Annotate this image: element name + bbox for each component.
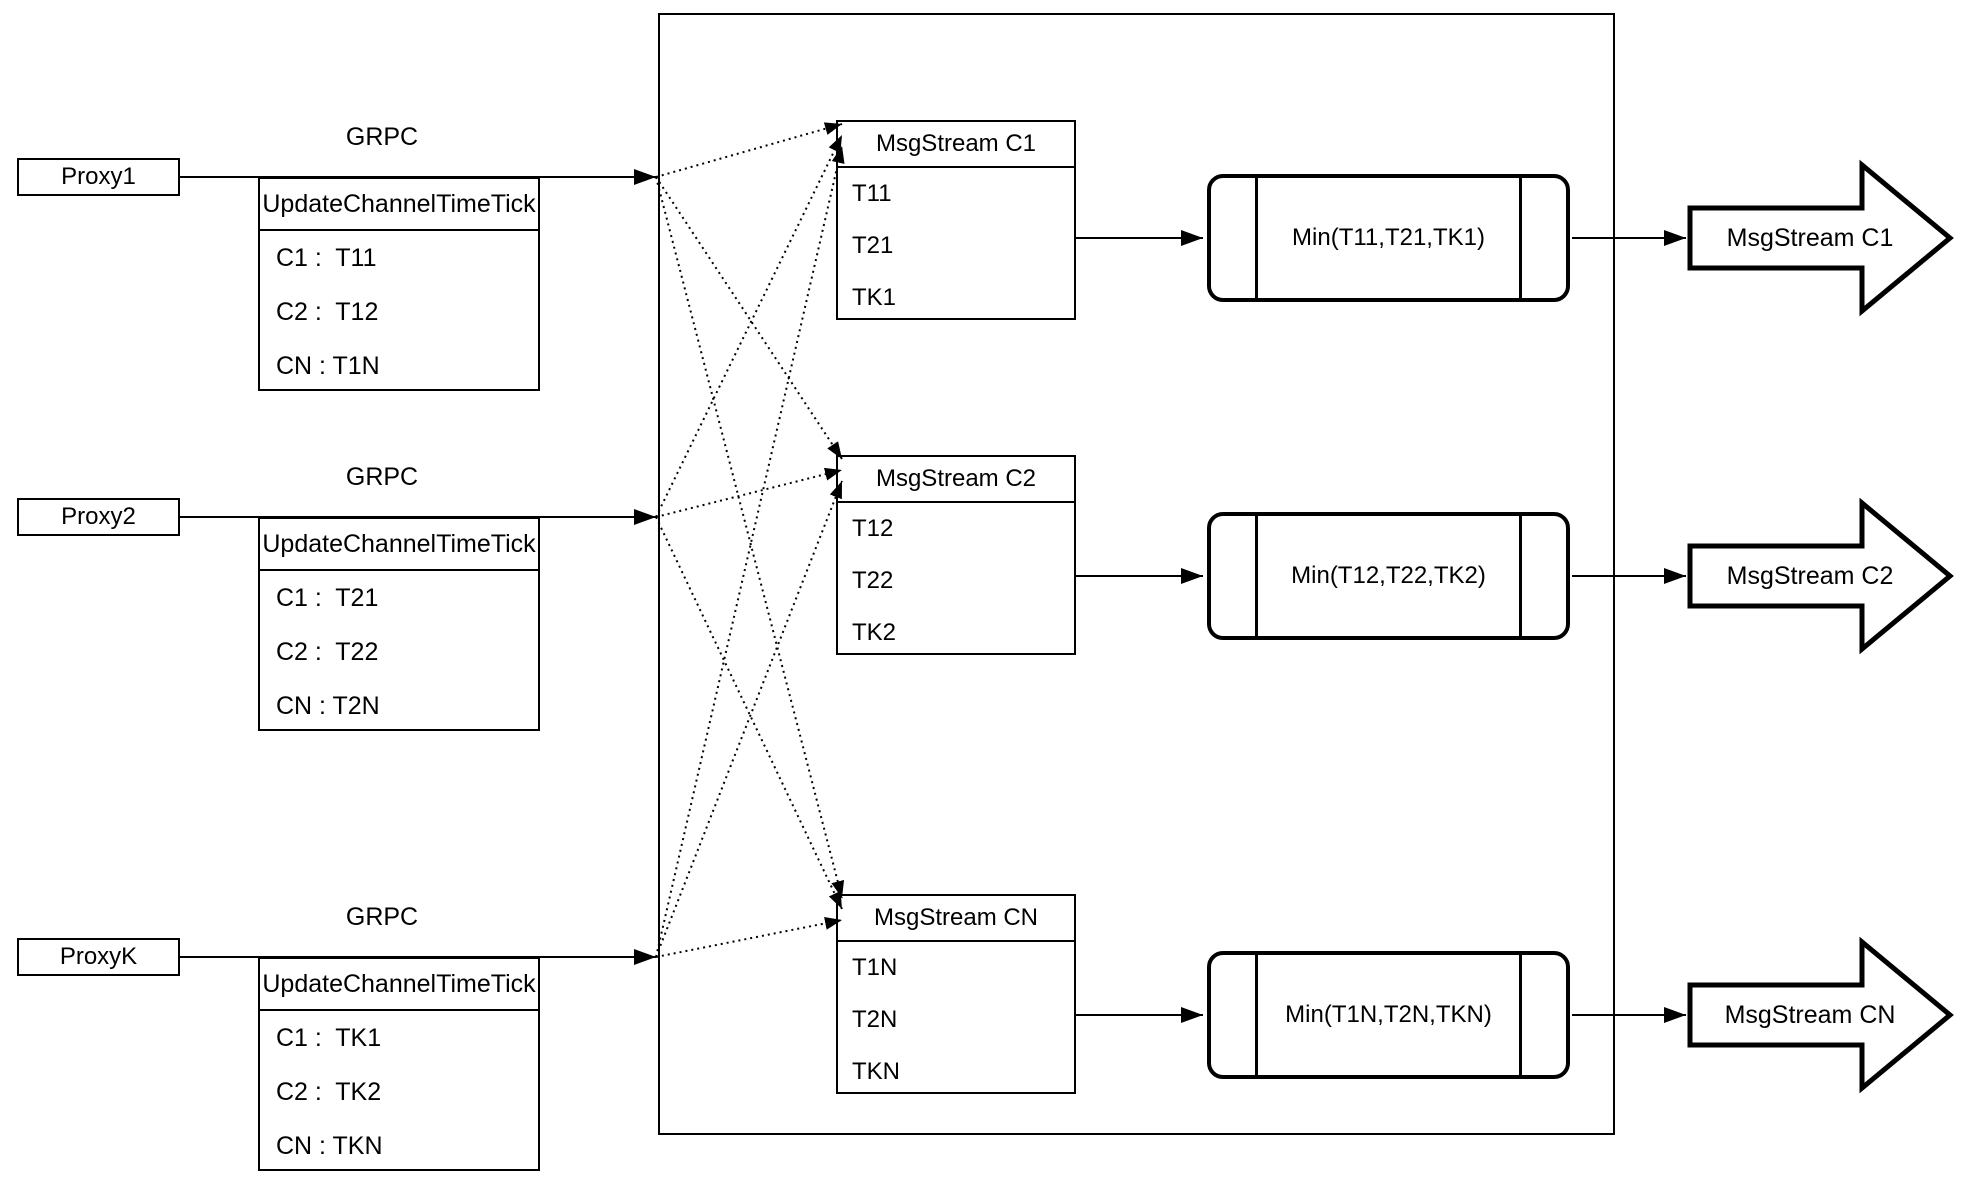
update-channel-timetick-table: UpdateChannelTimeTick C1 : T21 C2 : T22 …	[258, 517, 540, 731]
table-row: T11	[852, 180, 892, 207]
table-row: C1 : T11	[276, 243, 377, 272]
table-row: T1N	[852, 954, 898, 981]
output-arrow-label: MsgStream CN	[1724, 1000, 1896, 1029]
table-header: UpdateChannelTimeTick	[260, 179, 538, 231]
min-process-box: Min(T1N,T2N,TKN)	[1207, 951, 1570, 1079]
min-box-bar	[1255, 955, 1258, 1075]
update-channel-timetick-table: UpdateChannelTimeTick C1 : TK1 C2 : TK2 …	[258, 957, 540, 1171]
min-process-box: Min(T12,T22,TK2)	[1207, 512, 1570, 640]
table-header: MsgStream C1	[838, 122, 1074, 168]
table-row: T2N	[852, 1006, 898, 1033]
min-box-bar	[1255, 516, 1258, 636]
table-row: TK1	[852, 284, 897, 311]
table-row: CN : TKN	[276, 1131, 383, 1160]
table-row: CN : T2N	[276, 691, 380, 720]
table-header: UpdateChannelTimeTick	[260, 519, 538, 571]
msgstream-table: MsgStream CN T1N T2N TKN	[836, 894, 1076, 1094]
output-arrow-label: MsgStream C2	[1726, 561, 1894, 590]
min-box-bar	[1255, 178, 1258, 298]
min-process-box: Min(T11,T21,TK1)	[1207, 174, 1570, 302]
min-box-bar	[1519, 955, 1522, 1075]
table-header: MsgStream C2	[838, 457, 1074, 503]
msgstream-table: MsgStream C1 T11 T21 TK1	[836, 120, 1076, 320]
output-arrow-label: MsgStream C1	[1726, 223, 1894, 252]
table-row: C1 : TK1	[276, 1023, 382, 1052]
table-row: C2 : TK2	[276, 1077, 382, 1106]
table-row: T12	[852, 515, 894, 542]
table-row: C1 : T21	[276, 583, 379, 612]
min-label: Min(T12,T22,TK2)	[1291, 562, 1486, 589]
proxy-box: Proxy2	[17, 498, 180, 536]
grpc-label: GRPC	[345, 462, 419, 491]
table-header: MsgStream CN	[838, 896, 1074, 942]
min-box-bar	[1519, 516, 1522, 636]
min-label: Min(T1N,T2N,TKN)	[1285, 1001, 1492, 1028]
table-row: C2 : T12	[276, 297, 379, 326]
msgstream-table: MsgStream C2 T12 T22 TK2	[836, 455, 1076, 655]
table-row: TKN	[852, 1058, 900, 1085]
proxy-box: ProxyK	[17, 938, 180, 976]
table-row: TK2	[852, 619, 897, 646]
table-row: CN : T1N	[276, 351, 380, 380]
table-header: UpdateChannelTimeTick	[260, 959, 538, 1011]
min-box-bar	[1519, 178, 1522, 298]
table-row: C2 : T22	[276, 637, 379, 666]
proxy-box: Proxy1	[17, 158, 180, 196]
table-row: T22	[852, 567, 894, 594]
min-label: Min(T11,T21,TK1)	[1292, 224, 1485, 251]
update-channel-timetick-table: UpdateChannelTimeTick C1 : T11 C2 : T12 …	[258, 177, 540, 391]
grpc-label: GRPC	[345, 122, 419, 151]
table-row: T21	[852, 232, 894, 259]
grpc-label: GRPC	[345, 902, 419, 931]
